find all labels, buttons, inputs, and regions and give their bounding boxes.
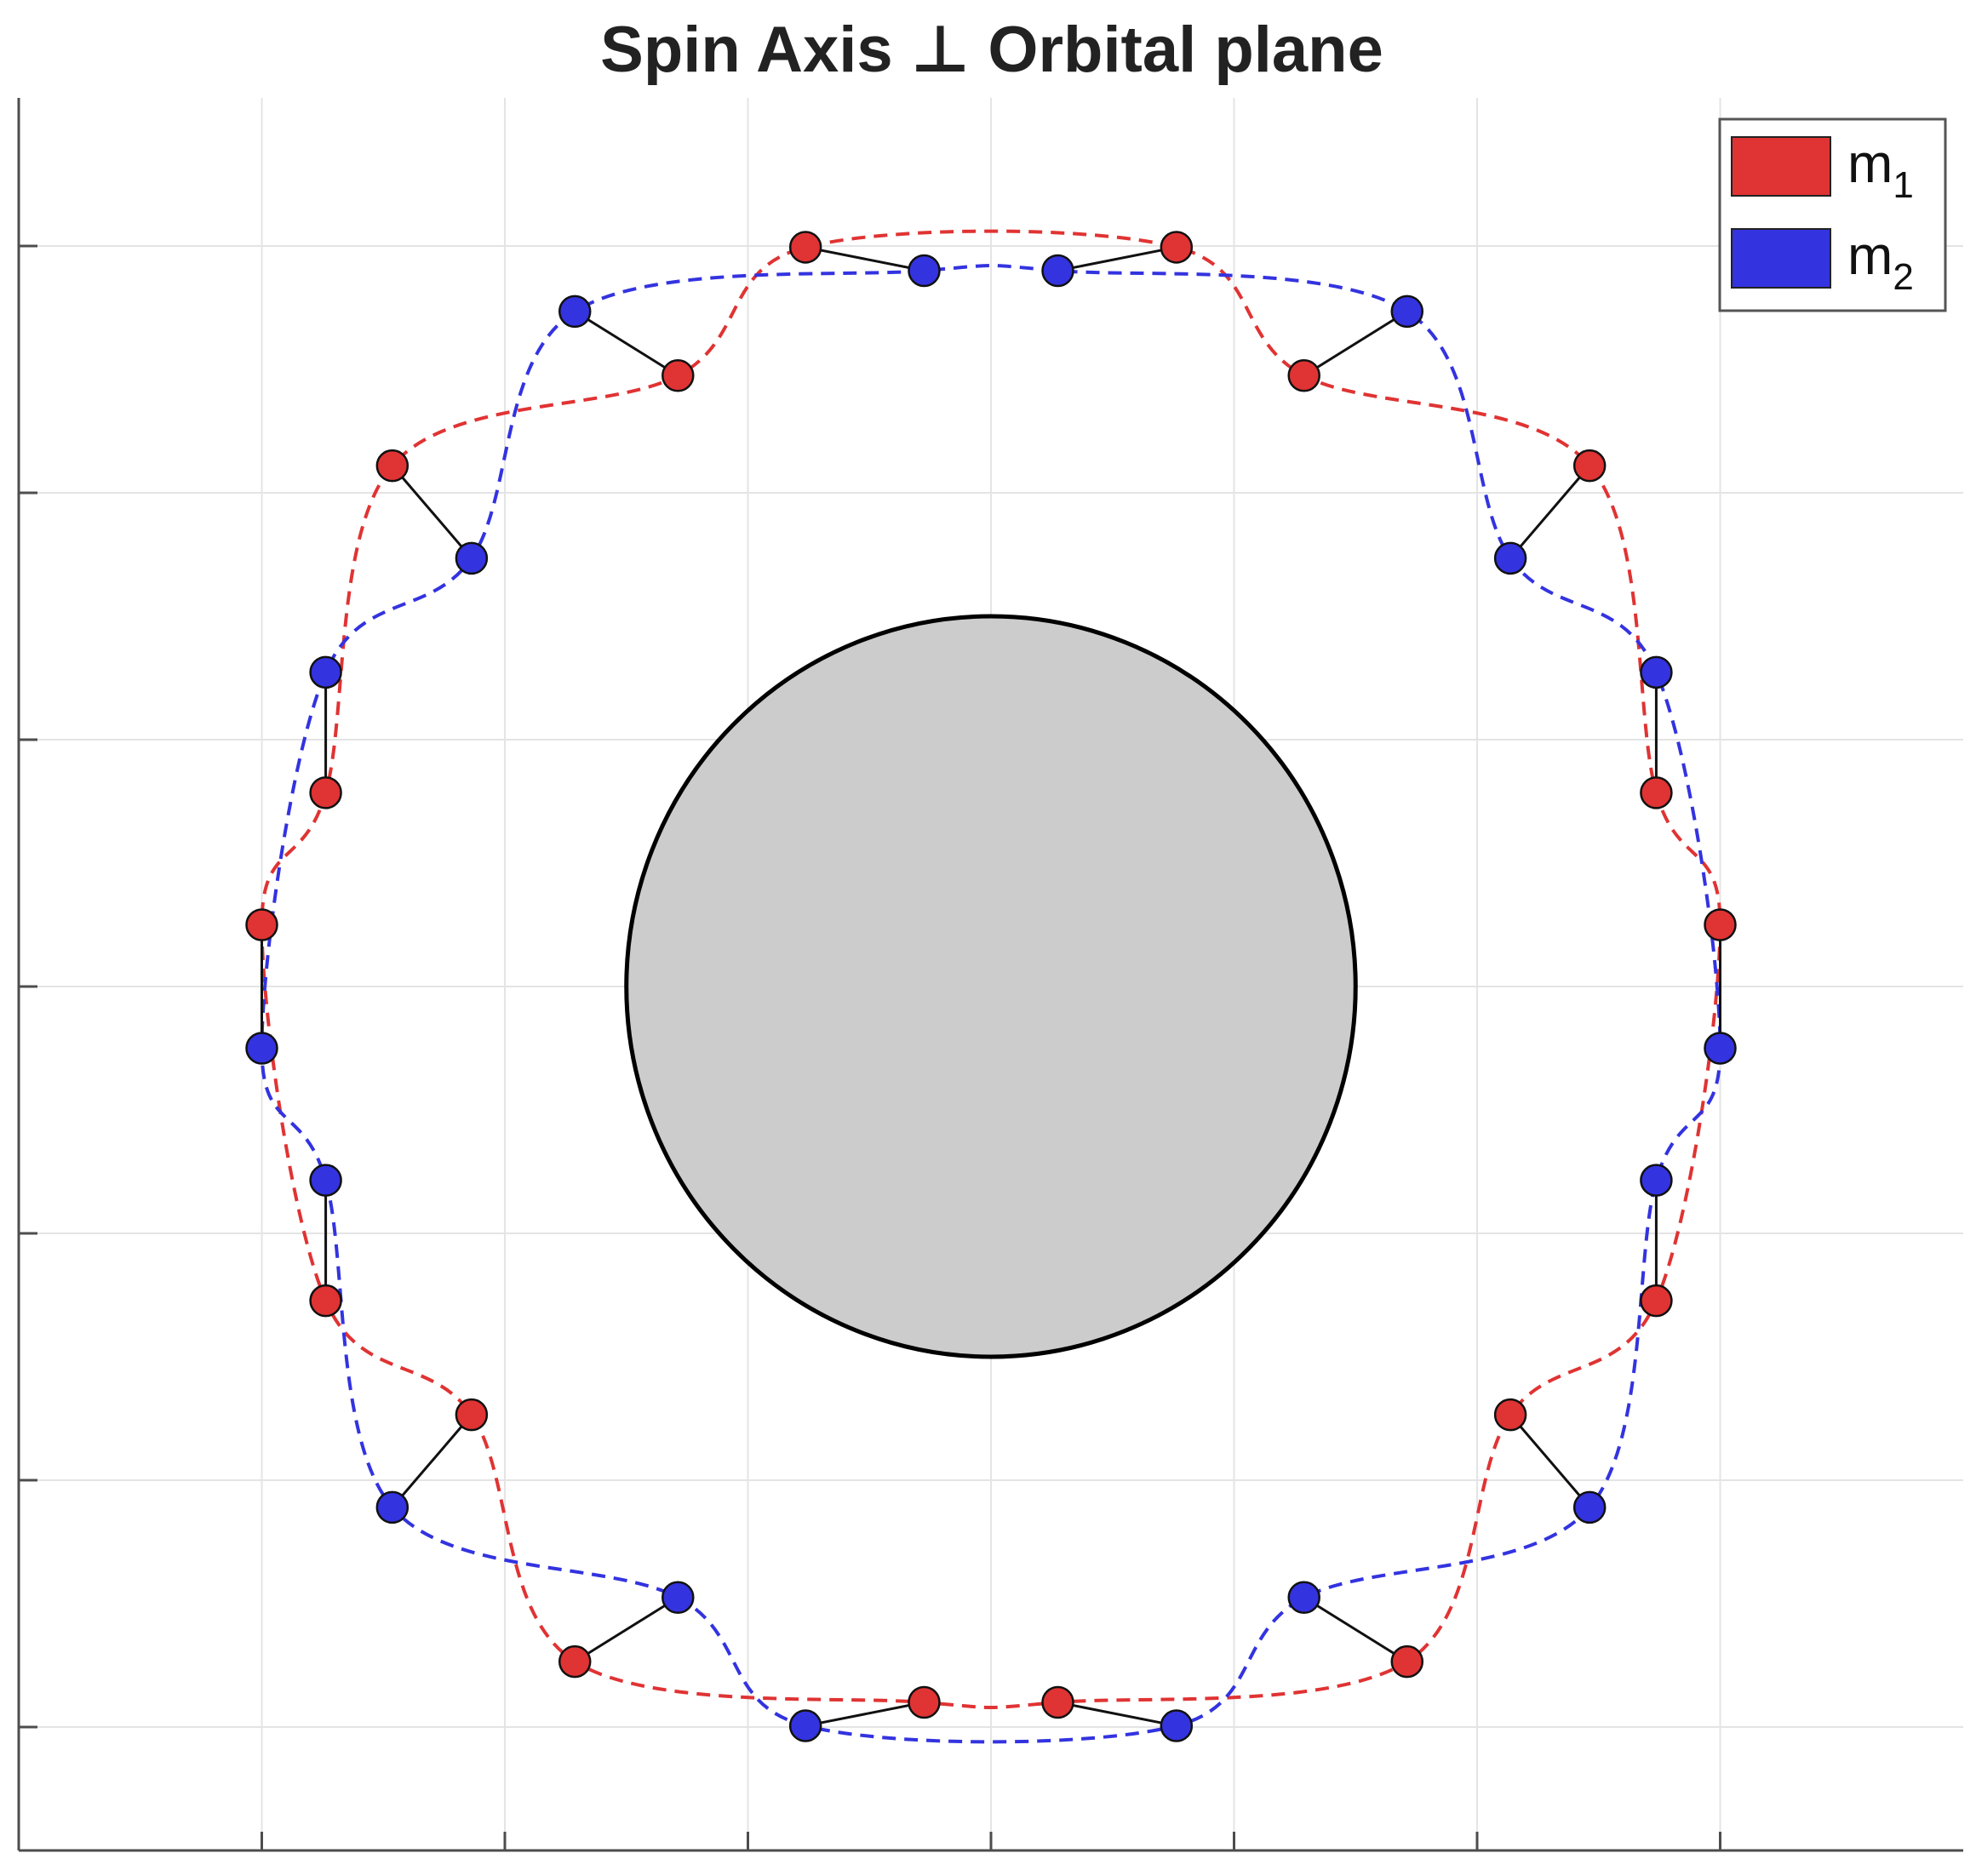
dumbbell-link [391, 1414, 473, 1508]
point-m2 [375, 1490, 410, 1524]
point-m2 [908, 254, 941, 288]
point-m1 [1287, 359, 1320, 392]
point-m2 [1493, 541, 1527, 575]
legend-label-m1-sub: 1 [1893, 164, 1913, 206]
dumbbell-link [391, 465, 473, 559]
point-m2 [1390, 295, 1424, 329]
dumbbell-link [1303, 1596, 1408, 1663]
point-m1 [1640, 776, 1673, 809]
dumbbell-link [1509, 1414, 1591, 1508]
point-m2 [1640, 655, 1673, 689]
point-m1 [245, 908, 278, 941]
chart-title: Spin Axis ⊥ Orbital plane [600, 14, 1383, 86]
point-m1 [1640, 1284, 1673, 1318]
point-m2 [1160, 1709, 1194, 1742]
dumbbell-link [1509, 465, 1591, 559]
point-m2 [245, 1032, 278, 1065]
axes [17, 98, 1963, 1852]
point-m2 [1287, 1581, 1320, 1614]
point-m1 [309, 1284, 342, 1318]
dumbbell-link [805, 245, 925, 272]
legend-label-m2-sub: 2 [1893, 256, 1913, 298]
point-m2 [662, 1581, 695, 1614]
legend-label-m2-base: m [1847, 225, 1893, 286]
point-m1 [1390, 1644, 1424, 1679]
point-m2 [788, 1709, 822, 1742]
legend: m1 m2 [1718, 117, 1947, 312]
point-m1 [1493, 1398, 1527, 1432]
point-m1 [662, 359, 695, 392]
point-m1 [788, 231, 822, 264]
point-m2 [1572, 1490, 1607, 1524]
point-m1 [309, 776, 342, 809]
central-body [624, 614, 1358, 1359]
point-m2 [1041, 254, 1074, 288]
dumbbell-link [1303, 310, 1408, 377]
point-m2 [309, 1164, 342, 1197]
point-m2 [1704, 1032, 1737, 1065]
point-m1 [1041, 1685, 1074, 1719]
mass-points [245, 231, 1737, 1742]
dumbbell-links [261, 245, 1721, 1728]
point-m1 [1704, 908, 1737, 941]
legend-label-m2: m2 [1847, 225, 1914, 298]
legend-swatch-m1 [1731, 136, 1831, 197]
dumbbell-link [574, 1596, 679, 1663]
point-m2 [309, 655, 342, 689]
dumbbell-link [574, 310, 679, 377]
point-m1 [558, 1644, 592, 1679]
legend-swatch-m2 [1731, 228, 1831, 289]
dumbbell-link [1057, 1701, 1177, 1728]
point-m1 [1572, 449, 1607, 483]
dumbbell-link [805, 1701, 925, 1728]
point-m1 [455, 1398, 489, 1432]
point-m2 [558, 295, 592, 329]
legend-label-m1-base: m [1847, 133, 1893, 194]
point-m1 [1160, 231, 1194, 264]
legend-label-m1: m1 [1847, 133, 1914, 206]
central-body-circle [624, 614, 1358, 1359]
point-m1 [908, 1685, 941, 1719]
point-m2 [455, 541, 489, 575]
point-m1 [375, 449, 410, 483]
point-m2 [1640, 1164, 1673, 1197]
dumbbell-link [1057, 245, 1177, 272]
